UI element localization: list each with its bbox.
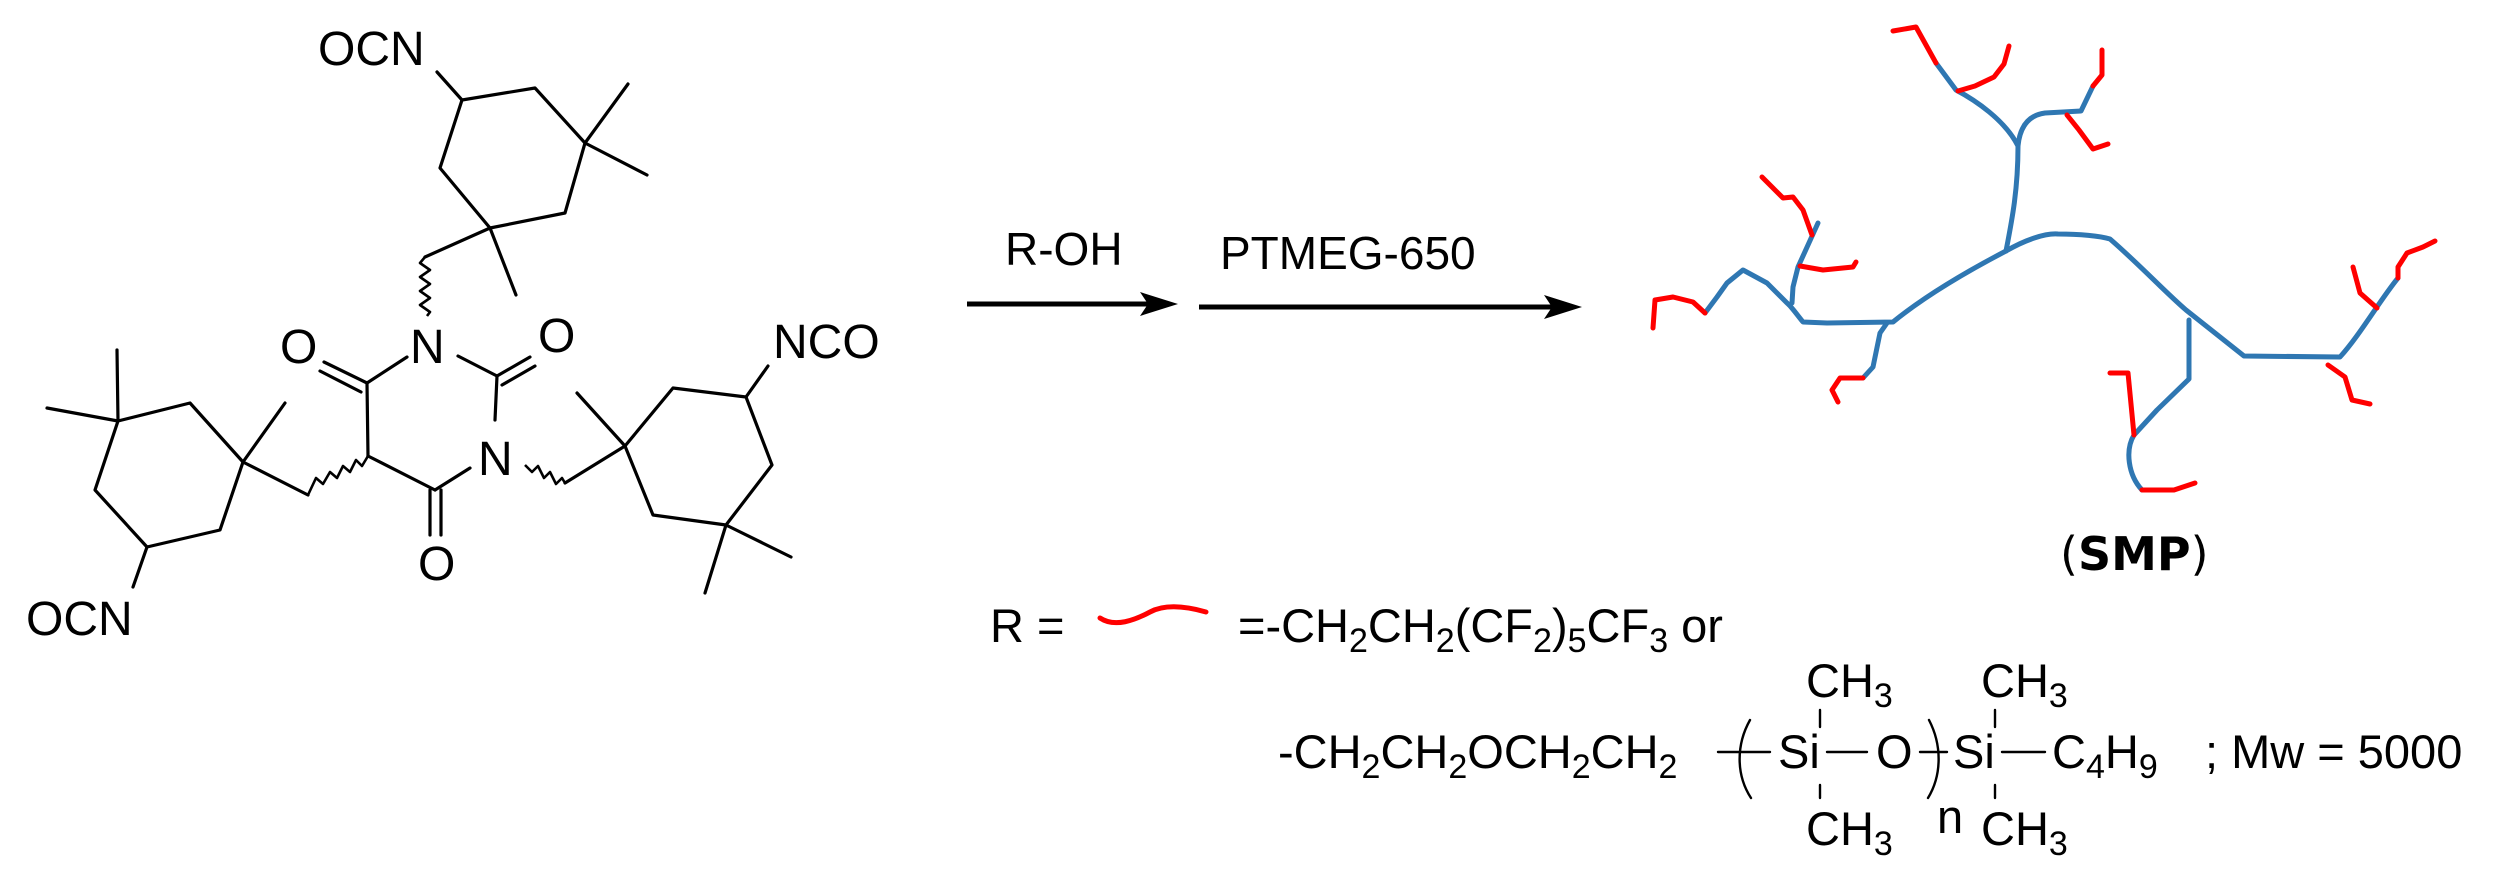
r-option1-formula: =-CH2CH2(CF2)5CF3 or: [1238, 599, 1723, 660]
methyl-bottom-left: CH3: [1806, 802, 1893, 863]
left-ocn-label: OCN: [26, 593, 133, 646]
r-equals-label: R =: [990, 599, 1064, 652]
reaction-arrows: R-OH PTMEG-650: [967, 223, 1582, 319]
star-polymer-smp: (SMP): [1650, 24, 2438, 581]
methyl-top-right: CH3: [1981, 654, 2068, 715]
r-option2-chain: -CH2CH2OCH2CH2: [1278, 725, 1677, 786]
r-group-definition: R = =-CH2CH2(CF2)5CF3 or -CH2CH2OCH2CH2 …: [990, 599, 2462, 863]
methyl-top-left: CH3: [1806, 654, 1893, 715]
butyl-group: C4H9: [2052, 725, 2158, 786]
step1-reagent-label: R-OH: [1005, 223, 1123, 275]
top-cyclohexane-ring: [418, 70, 649, 317]
o-right-label: O: [538, 310, 575, 363]
top-ocn-label: OCN: [318, 23, 425, 76]
methyl-bottom-right: CH3: [1981, 802, 2068, 863]
repeat-bracket-close: [1926, 718, 1940, 800]
wavy-bond-left: [306, 455, 370, 496]
right-cyclohexane-ring: [563, 364, 793, 595]
left-cyclohexane-ring: [45, 348, 310, 589]
arrow-step1-head: [1140, 292, 1178, 316]
step2-reagent-label: PTMEG-650: [1220, 227, 1476, 279]
r-squiggle-icon: [1097, 604, 1209, 626]
barbiturate-ring: [306, 354, 567, 537]
wavy-bond-top: [418, 256, 432, 317]
wavy-bond-right: [524, 464, 567, 486]
polymer-backbone: [1702, 60, 2401, 493]
o-bottom-label: O: [418, 538, 455, 591]
reactant-molecule: OCN N N O O O: [26, 23, 880, 646]
repeat-count-n: n: [1937, 790, 1963, 843]
si-left: Si: [1778, 725, 1820, 778]
product-label: (SMP): [2060, 527, 2209, 581]
molecular-weight: ; Mw = 5000: [2205, 725, 2462, 778]
n-top-label: N: [410, 321, 445, 374]
n-right-label: N: [478, 433, 513, 486]
right-nco-label: NCO: [773, 316, 880, 369]
repeat-bracket-open: [1738, 718, 1753, 800]
o-left-label: O: [280, 321, 317, 374]
r-option2-formula: -CH2CH2OCH2CH2 Si O Si C4H9 ; Mw = 5000 …: [1278, 654, 2462, 863]
si-right: Si: [1953, 725, 1995, 778]
siloxane-oxygen: O: [1876, 725, 1913, 778]
polymer-end-groups: [1650, 24, 2438, 493]
arrow-step2-head: [1544, 295, 1582, 319]
